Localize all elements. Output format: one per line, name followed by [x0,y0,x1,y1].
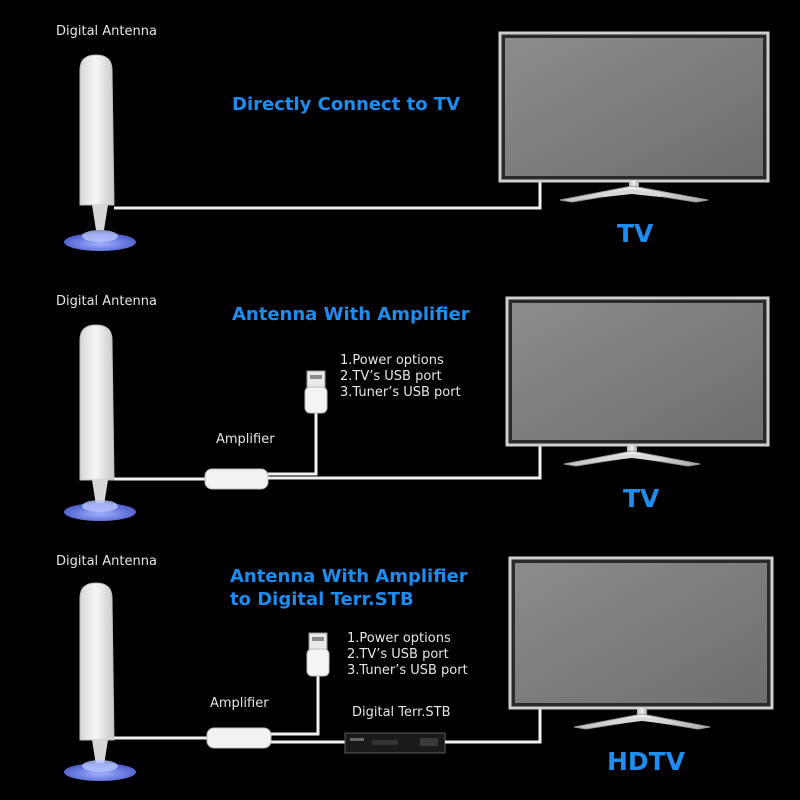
antenna-label-3: Digital Antenna [56,554,157,569]
cable-2-usb [268,412,318,476]
amplifier-label-3: Amplifier [210,696,269,711]
stb-label: Digital Terr.STB [352,705,451,720]
antenna-label-1: Digital Antenna [56,24,157,39]
panel-3-title-line2: to Digital Terr.STB [230,589,414,610]
tv-1 [498,31,770,203]
usb-options-3: 1.Power options 2.TV’s USB port 3.Tuner’… [347,631,468,679]
usb-option: 3.Tuner’s USB port [347,663,468,678]
tv-label-2: TV [623,484,660,513]
cable-1 [114,180,542,210]
cable-3-usb [271,675,320,736]
set-top-box [344,732,446,754]
usb-option: 2.TV’s USB port [347,647,449,662]
panel-1-title: Directly Connect to TV [232,94,461,115]
antenna-3 [64,582,136,781]
usb-option: 1.Power options [340,353,444,368]
antenna-1 [64,54,136,251]
antenna-2 [64,324,136,521]
antenna-label-2: Digital Antenna [56,294,157,309]
tv-label-3: HDTV [607,747,686,776]
amplifier-3 [206,727,272,749]
cable-3-tv [445,707,542,744]
usb-plug-3 [306,632,330,677]
usb-option: 1.Power options [347,631,451,646]
amplifier-label-2: Amplifier [216,432,275,447]
tv-label-1: TV [617,219,654,248]
usb-option: 2.TV’s USB port [340,369,442,384]
panel-3-title-line1: Antenna With Amplifier [230,566,468,587]
tv-3 [508,556,774,730]
usb-option: 3.Tuner’s USB port [340,385,461,400]
usb-options-2: 1.Power options 2.TV’s USB port 3.Tuner’… [340,353,461,401]
cable-2-tv [268,445,542,480]
panel-2-title: Antenna With Amplifier [232,304,470,325]
usb-plug-2 [304,370,328,414]
amplifier-2 [204,468,269,490]
tv-2 [505,296,770,467]
